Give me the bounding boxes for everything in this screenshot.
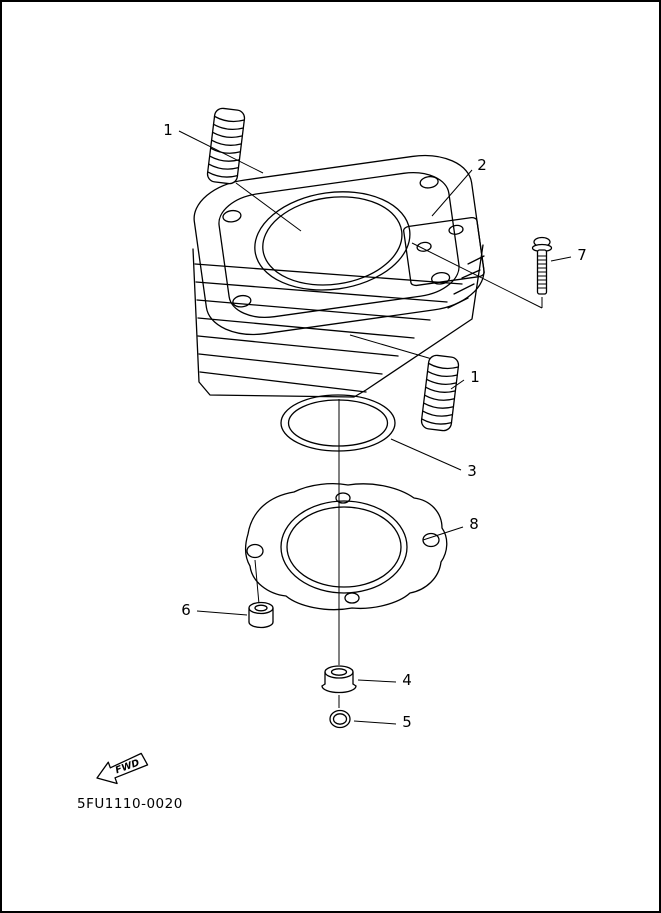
o-ring-small xyxy=(329,709,351,729)
callout-numbers: 1 2 7 1 3 8 6 4 5 xyxy=(163,121,587,731)
callout-3-o-ring-large: 3 xyxy=(467,462,477,480)
gasket-hole xyxy=(335,492,351,504)
callout-2-cylinder: 2 xyxy=(477,156,487,174)
stud-upper xyxy=(206,107,246,185)
bolt-threads xyxy=(537,255,547,289)
dowel-collar xyxy=(248,601,274,629)
callout-4-nut: 4 xyxy=(402,671,412,689)
diagram-part-code: 5FU1110-0020 xyxy=(77,796,183,812)
bolt xyxy=(531,236,553,295)
stud-hole xyxy=(431,272,450,286)
gasket-hole xyxy=(344,592,360,604)
cylinder-top-deck xyxy=(190,149,489,341)
fwd-arrow-shape xyxy=(96,752,149,785)
callout-leader-lines xyxy=(178,130,572,725)
flange-nut xyxy=(321,665,357,694)
stud-hole xyxy=(222,209,241,223)
callout-1-stud-lower: 1 xyxy=(470,368,480,386)
cylinder-body-outline xyxy=(192,244,484,398)
callout-5-o-ring-small: 5 xyxy=(402,713,412,731)
gasket-hole xyxy=(246,543,264,559)
stud-hole xyxy=(232,294,251,308)
stud-hole xyxy=(419,175,438,189)
fwd-arrow: FWD xyxy=(96,752,149,785)
callout-7-bolt: 7 xyxy=(577,246,587,264)
stud-lower xyxy=(420,354,460,432)
callout-1-stud-upper: 1 xyxy=(163,121,173,139)
cylinder-block xyxy=(190,149,489,398)
callout-6-dowel: 6 xyxy=(181,601,191,619)
cam-chain-tunnel xyxy=(403,217,485,286)
base-gasket xyxy=(244,483,448,611)
cylinder-bore xyxy=(248,182,416,299)
o-ring-large xyxy=(280,394,396,452)
callout-8-gasket: 8 xyxy=(469,515,479,533)
